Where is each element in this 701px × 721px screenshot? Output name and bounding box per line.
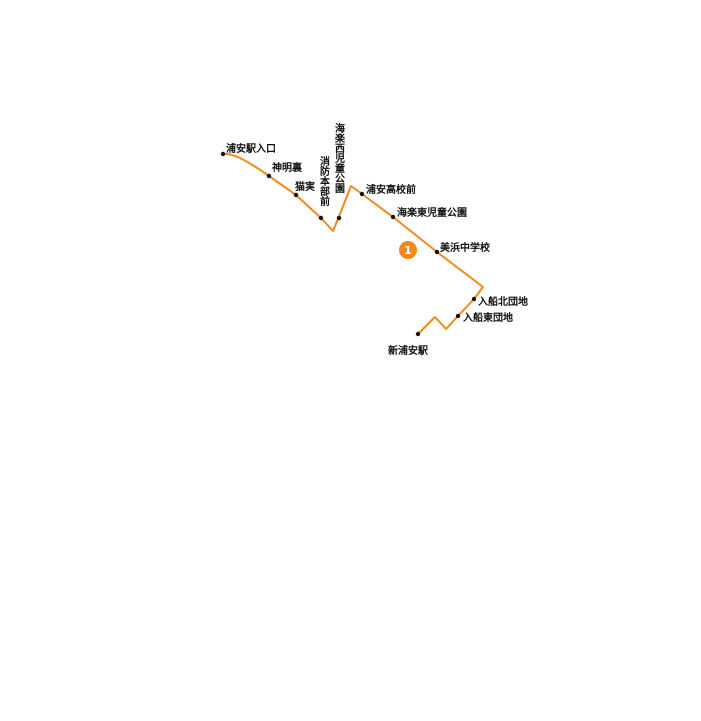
- route-number-badge[interactable]: [399, 241, 417, 259]
- stop-label-kairaku-nishi-jido-koen: 海楽西児童公園: [333, 122, 346, 194]
- stop-label-shin-urayasu-eki: 新浦安駅: [388, 344, 429, 357]
- stop-label-nekozane: 猫実: [295, 180, 315, 193]
- stop-dot-kairaku-higashi-jido-koen[interactable]: [390, 214, 396, 220]
- stop-label-irifune-higashi-danchi: 入船東団地: [463, 311, 513, 324]
- stop-label-kairaku-higashi-jido-koen: 海楽東児童公園: [397, 206, 467, 219]
- stop-dot-irifune-higashi-danchi[interactable]: [455, 313, 461, 319]
- stop-dot-urayasu-koko-mae[interactable]: [359, 191, 365, 197]
- stop-label-urayasu-koko-mae: 浦安高校前: [366, 183, 416, 196]
- stop-dot-kairaku-nishi-jido-koen[interactable]: [336, 215, 342, 221]
- stop-label-shobo-honbu-mae: 消防本部前: [318, 155, 330, 207]
- stop-label-shinmeiura: 神明裏: [272, 161, 303, 174]
- stop-dot-mihama-chugakko[interactable]: [434, 249, 440, 255]
- stop-dot-nekozane[interactable]: [293, 192, 299, 198]
- stop-dot-shobo-honbu-mae[interactable]: [318, 215, 324, 221]
- route-number-label: 1: [404, 244, 412, 257]
- stop-dot-shinmeiura[interactable]: [266, 173, 272, 179]
- stop-dot-irifune-kita-danchi[interactable]: [471, 296, 477, 302]
- stop-dot-urayasu-eki-iriguchi[interactable]: [220, 151, 226, 157]
- stop-label-urayasu-eki-iriguchi: 浦安駅入口: [226, 142, 276, 155]
- stop-label-mihama-chugakko: 美浜中学校: [440, 241, 491, 254]
- stop-label-irifune-kita-danchi: 入船北団地: [478, 295, 528, 308]
- stop-dot-shin-urayasu-eki[interactable]: [415, 331, 421, 337]
